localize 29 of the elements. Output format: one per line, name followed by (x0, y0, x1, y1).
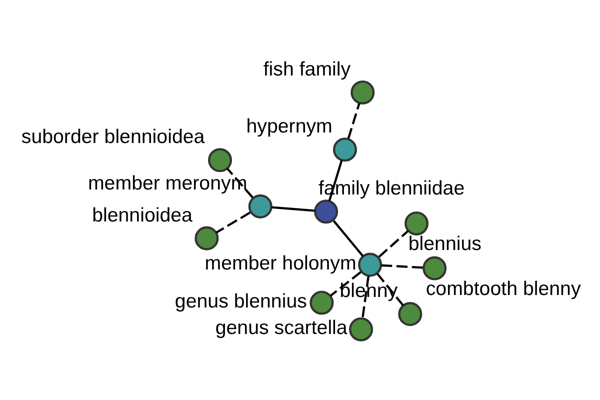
connector (332, 220, 364, 258)
node-circle (314, 200, 338, 224)
node-circle (350, 80, 375, 104)
node-circle (398, 302, 422, 326)
node-circle (208, 148, 232, 172)
connector (226, 168, 254, 198)
node-label: member meronym (88, 172, 248, 194)
connector (216, 212, 251, 234)
node-label: combtooth blenny (426, 278, 581, 300)
node-label: blennius (408, 233, 482, 256)
connector (272, 206, 315, 212)
node-label: blennioidea (92, 204, 192, 226)
node-label: fish family (263, 58, 351, 80)
node-circle (404, 211, 429, 236)
node-circle (422, 256, 447, 280)
connector (378, 230, 409, 258)
node-label: hypernym (246, 116, 332, 138)
node-label: suborder blennioidea (21, 126, 205, 148)
node-circle (332, 138, 357, 162)
node-circle (358, 252, 382, 277)
node-circle (310, 290, 334, 315)
node-label: member holonym (204, 252, 356, 275)
connector (381, 264, 424, 269)
connector (347, 103, 360, 139)
node-circle (248, 194, 272, 218)
node-circle (349, 317, 374, 342)
node-circle (194, 226, 219, 250)
node-label: genus blennius (174, 290, 307, 313)
node-label: genus scartella (215, 317, 348, 340)
